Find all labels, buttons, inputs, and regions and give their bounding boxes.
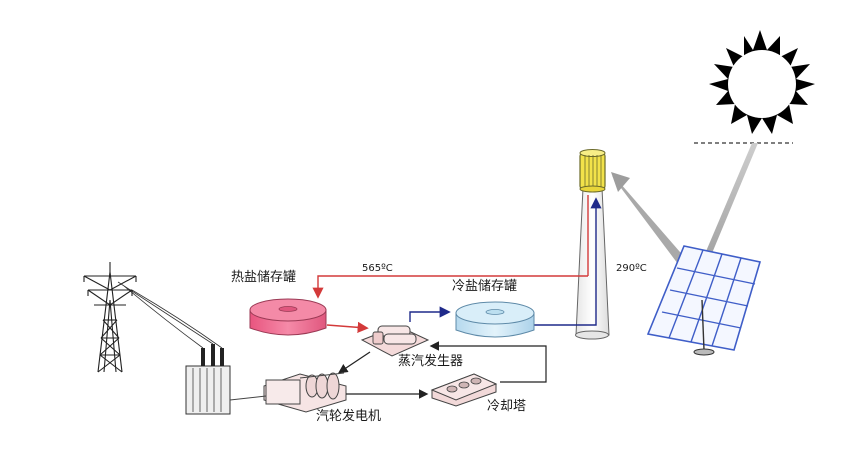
pylon-icon [83, 262, 137, 373]
steam-to-turbine-line [338, 351, 371, 374]
receiver-tower-icon [575, 149, 610, 340]
steam-to-cold-line [409, 306, 451, 322]
incoming-ray [693, 143, 758, 282]
heliostat-icon [646, 245, 762, 356]
hot-temp-label: 565ºC [362, 263, 393, 274]
cold-tank-label: 冷盐储存罐 [452, 279, 518, 294]
hot-tank-label: 热盐储存罐 [231, 270, 297, 285]
turbine-generator [263, 372, 347, 413]
steam-generator [360, 325, 430, 357]
hot-to-steam-line [326, 321, 369, 333]
cooling-tower-label: 冷却塔 [487, 399, 527, 414]
cold-salt-line [534, 318, 597, 326]
turbine-to-transformer-cable [229, 395, 267, 401]
hot-salt-tank [249, 298, 327, 336]
cold-temp-label: 290ºC [616, 263, 647, 274]
reflected-ray [611, 172, 700, 280]
sun-icon [709, 30, 815, 134]
hot-salt-line [312, 275, 588, 299]
transformer-icon [185, 344, 231, 415]
steam-generator-label: 蒸汽发生器 [398, 354, 464, 369]
cold-salt-tank [455, 301, 535, 338]
cooling-tower [430, 373, 498, 407]
turbine-generator-label: 汽轮发电机 [316, 409, 382, 424]
cooling-return-line [429, 341, 547, 383]
power-lines [117, 281, 223, 349]
